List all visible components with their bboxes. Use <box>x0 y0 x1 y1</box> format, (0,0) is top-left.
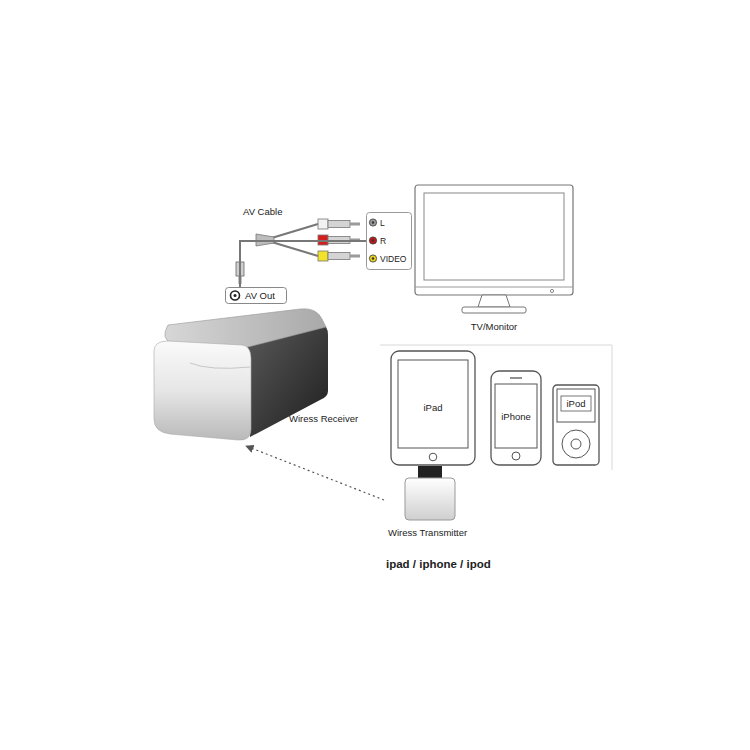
node-outline <box>410 183 578 335</box>
node-text: Wiress Transmitter <box>388 527 467 539</box>
node-text: VIDEO <box>380 253 406 265</box>
wireless-receiver: Wiress Receiver <box>150 305 368 445</box>
connector <box>246 446 384 500</box>
node-text: TV/Monitor <box>471 321 517 333</box>
tv-monitor: TV/Monitor <box>410 183 578 335</box>
node-text: R <box>380 235 386 247</box>
av-out-port: AV Out <box>225 287 287 304</box>
iphone-device: iPhone <box>490 370 542 466</box>
rca-plug-white <box>318 219 360 229</box>
rca-plug-yellow <box>318 251 360 261</box>
cable-label: AV Cable <box>241 206 284 218</box>
wireless-transmitter: Wiress Transmitter <box>382 466 486 542</box>
device-list-label: ipad / iphone / ipod <box>384 558 493 570</box>
connector <box>240 241 366 287</box>
node-outline <box>552 384 600 466</box>
node-text: AV Out <box>245 290 275 302</box>
node-text: L <box>380 217 385 229</box>
node-text: iPod <box>566 398 585 410</box>
node-text: Wiress Receiver <box>289 413 358 425</box>
ipod-device: iPod <box>552 384 600 466</box>
av-cable-drawing <box>236 219 360 284</box>
node-text: iPad <box>423 402 442 414</box>
ipad-device: iPad <box>390 350 476 466</box>
av-input-panel: LR VIDEO <box>366 212 412 270</box>
node-text: iPhone <box>501 411 531 423</box>
device-frame <box>380 345 612 470</box>
